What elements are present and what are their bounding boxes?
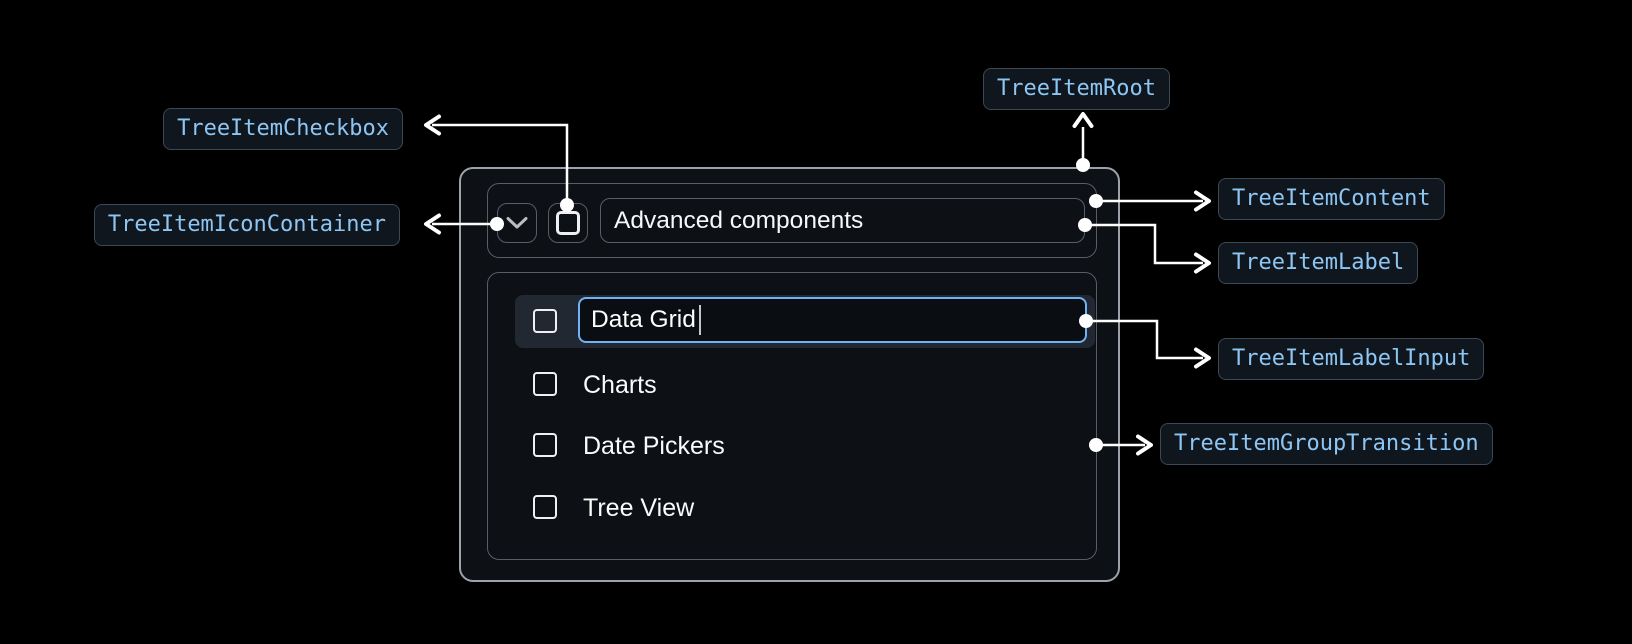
tree-item-row-tree-view[interactable]: Tree View [583, 494, 695, 522]
checkbox-blank-outline-icon [556, 211, 580, 235]
tree-item-label-input[interactable]: Data Grid [578, 297, 1087, 343]
tree-item-root [459, 167, 1120, 582]
chevron-down-icon [506, 217, 528, 229]
checkbox-charts[interactable] [533, 372, 557, 396]
annotation-tree-item-group-transition: TreeItemGroupTransition [1160, 423, 1493, 465]
annotation-tree-item-content: TreeItemContent [1218, 178, 1445, 220]
tree-root-label-text: Advanced components [614, 206, 864, 234]
annotation-tree-item-label-input: TreeItemLabelInput [1218, 338, 1485, 380]
tree-item-label[interactable]: Advanced components [600, 198, 1085, 243]
tree-item-group-transition [487, 272, 1097, 560]
annotation-tree-item-checkbox: TreeItemCheckbox [163, 108, 403, 150]
tree-item-icon-container[interactable] [497, 203, 537, 243]
checkbox-date-pickers[interactable] [533, 433, 557, 457]
tree-item-checkbox[interactable] [548, 203, 588, 243]
tree-item-row-date-pickers[interactable]: Date Pickers [583, 432, 725, 460]
annotation-tree-item-icon-container: TreeItemIconContainer [93, 204, 400, 246]
label-input-value: Data Grid [591, 306, 696, 333]
text-cursor [698, 305, 701, 335]
annotation-tree-item-root: TreeItemRoot [983, 68, 1170, 110]
checkbox-tree-view[interactable] [533, 495, 557, 519]
annotation-tree-item-label: TreeItemLabel [1218, 242, 1419, 284]
tree-item-content[interactable] [487, 183, 1097, 258]
connector-tree-item-root [1072, 112, 1094, 172]
tree-item-row-charts[interactable]: Charts [583, 371, 657, 399]
checkbox-data-grid[interactable] [533, 309, 557, 333]
